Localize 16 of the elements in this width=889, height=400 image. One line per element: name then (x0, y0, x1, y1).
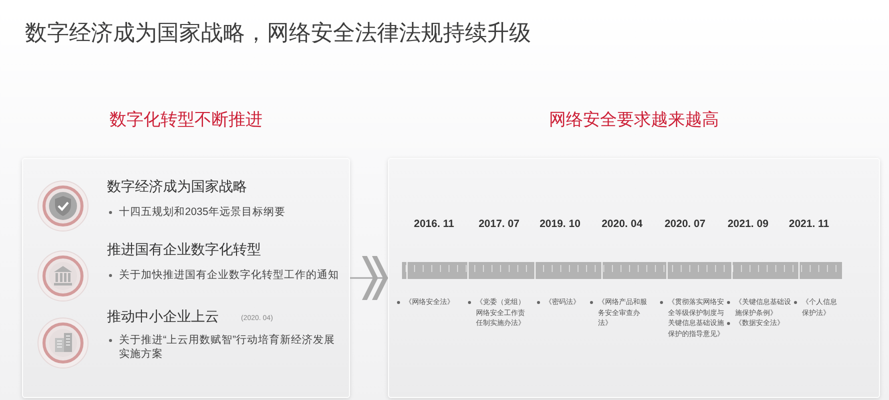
item-heading: 数字经济成为国家战略 (107, 177, 247, 195)
bullet-text: 十四五规划和2035年远景目标纲要 (119, 205, 286, 219)
bullet-text: 关于推进“上云用数赋智”行动培育新经济发展实施方案 (119, 333, 336, 361)
date-label: 2016. 11 (414, 217, 454, 231)
date-label: 2021. 09 (728, 217, 768, 231)
item-heading: 推动中小企业上云 (107, 307, 219, 325)
item-heading: 推进国有企业数字化转型 (107, 240, 261, 258)
date-label: 2019. 10 (540, 217, 580, 231)
section-heading: 数字化转型不断推进 (110, 109, 262, 131)
section-heading: 网络安全要求越来越高 (549, 109, 719, 131)
date-label: 2021. 11 (788, 217, 830, 231)
date-label: 2020. 07 (664, 217, 706, 231)
bullet-text: 关于加快推进国有企业数字化转型工作的通知 (119, 268, 339, 282)
date-label: 2017. 07 (478, 217, 520, 231)
date-label: 2020. 04 (602, 217, 642, 231)
page-title: 数字经济成为国家战略，网络安全法律法规持续升级 (25, 19, 531, 47)
